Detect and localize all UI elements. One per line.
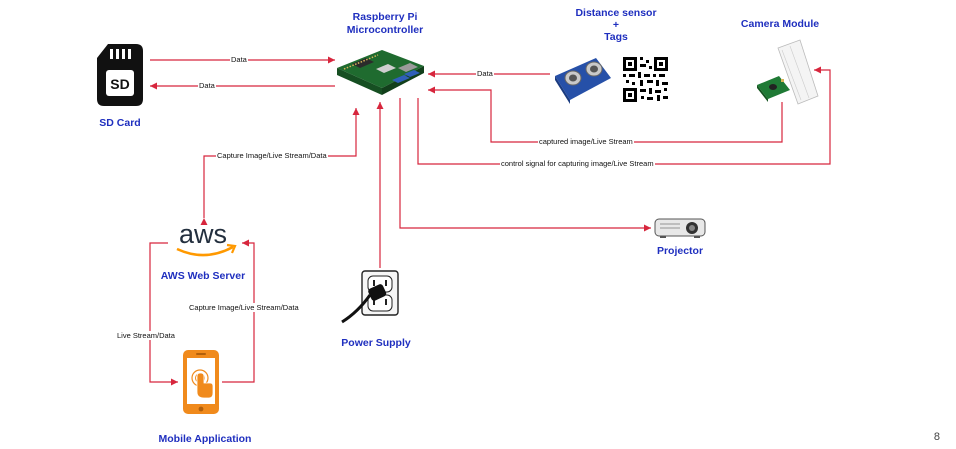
- power-outlet-icon: [341, 270, 399, 324]
- edge-pi-aws: [200, 108, 360, 226]
- edge-mobile-to-aws: [222, 239, 255, 383]
- distance-sensor-icon: [555, 58, 611, 104]
- raspberry-pi-label: Raspberry Pi Microcontroller: [346, 11, 424, 36]
- edge-camera-to-pi: [428, 86, 783, 143]
- mobile-application-label: Mobile Application: [158, 433, 252, 445]
- edge-label-sd-to-pi: Data: [230, 55, 248, 64]
- page-number: 8: [933, 431, 940, 443]
- camera-module-label: Camera Module: [740, 18, 820, 30]
- edge-label-pi-aws: Capture Image/Live Stream/Data: [216, 151, 328, 160]
- edge-pi-to-camera: [417, 66, 831, 165]
- raspberry-pi-icon: [337, 50, 424, 95]
- edge-pi-to-projector: [399, 98, 651, 232]
- sd-card-label: SD Card: [99, 117, 141, 129]
- edge-label-aws-to-mobile: Live Stream/Data: [116, 331, 176, 340]
- aws-label: AWS Web Server: [160, 270, 246, 282]
- edge-label-camera-to-pi: captured image/Live Stream: [538, 137, 634, 146]
- projector-label: Projector: [656, 245, 704, 257]
- edge-aws-to-mobile: [149, 242, 178, 386]
- projector-icon: [654, 218, 706, 238]
- edge-label-sensor-to-pi: Data: [476, 69, 494, 78]
- sd-card-icon-text: SD: [110, 76, 129, 92]
- edge-label-pi-to-camera: control signal for capturing image/Live …: [500, 159, 655, 168]
- qr-code-icon: [623, 57, 668, 102]
- camera-module-icon: [757, 39, 819, 105]
- power-supply-label: Power Supply: [341, 337, 411, 349]
- distance-sensor-label: Distance sensor + Tags: [575, 7, 657, 43]
- sd-card-icon: SD: [97, 44, 143, 106]
- aws-logo-icon: aws: [176, 219, 237, 257]
- aws-logo-text: aws: [179, 219, 227, 249]
- mobile-phone-icon: [183, 350, 219, 414]
- edge-label-mobile-to-aws: Capture Image/Live Stream/Data: [188, 303, 300, 312]
- edge-label-pi-to-sd: Data: [198, 81, 216, 90]
